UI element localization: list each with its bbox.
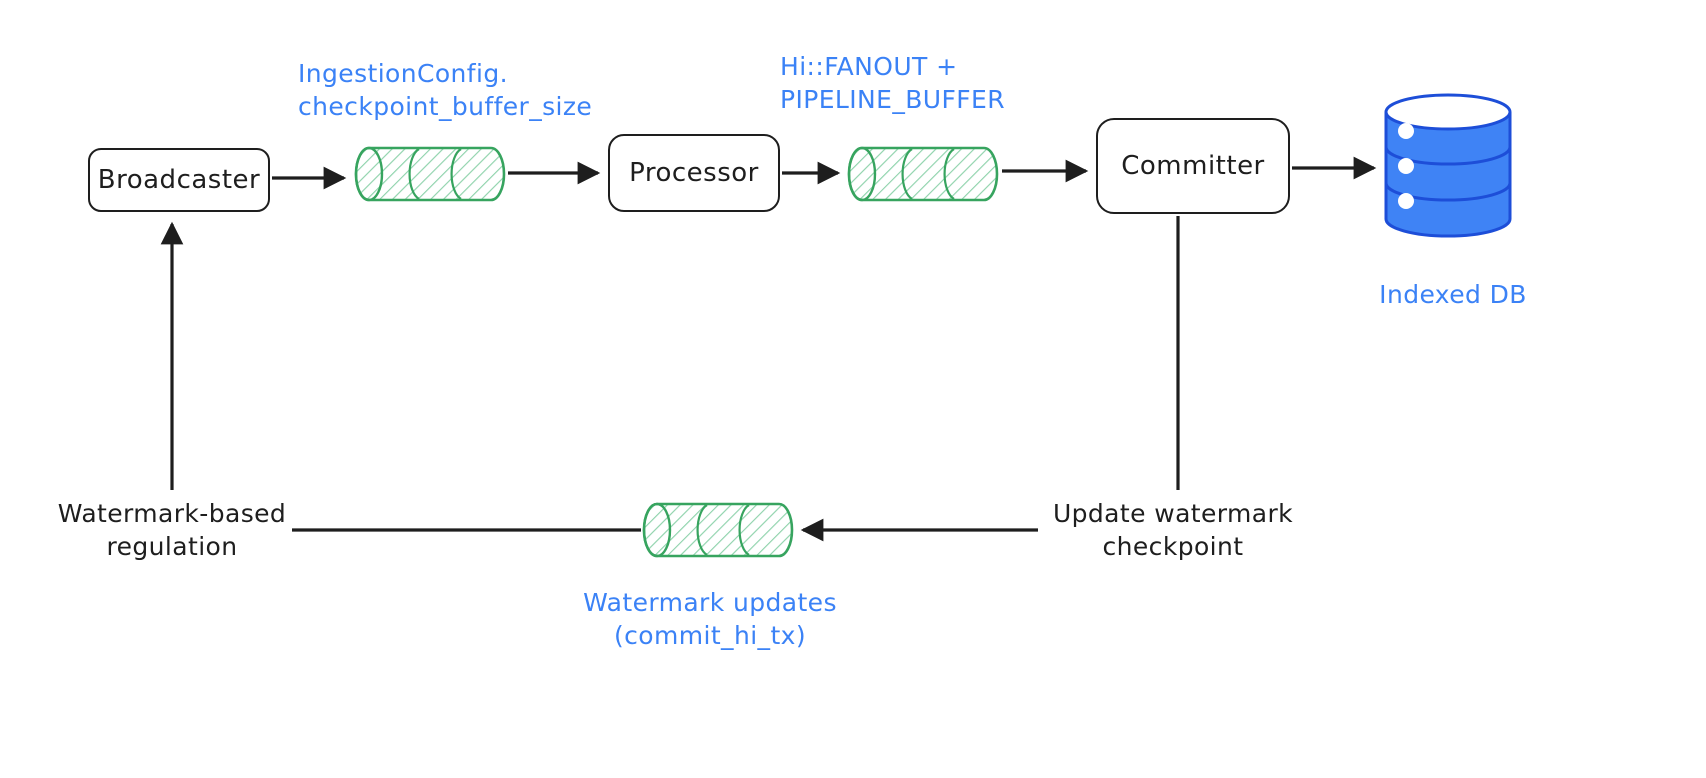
annotation-line: IngestionConfig. — [298, 59, 508, 88]
queue-cylinder-icon — [847, 146, 999, 202]
node-label: Broadcaster — [97, 165, 261, 195]
watermark-updates-annotation: Watermark updates (commit_hi_tx) — [558, 586, 862, 652]
annotation-line: Hi::FANOUT + — [780, 52, 958, 81]
node-label: Processor — [629, 158, 759, 188]
annotation-line: Watermark updates — [583, 588, 837, 617]
queue1-annotation: IngestionConfig. checkpoint_buffer_size — [298, 57, 592, 123]
annotation-line: checkpoint — [1102, 532, 1244, 561]
node-committer: Committer — [1096, 118, 1290, 214]
annotation-line: PIPELINE_BUFFER — [780, 85, 1005, 114]
database-icon — [1384, 93, 1512, 238]
queue-cylinder-icon — [642, 502, 794, 558]
annotation-line: Update watermark — [1052, 499, 1294, 528]
annotation-line: checkpoint_buffer_size — [298, 92, 593, 121]
node-processor: Processor — [608, 134, 780, 212]
watermark-regulation-label: Watermark-based regulation — [52, 497, 292, 563]
annotation-line: Watermark-based — [57, 499, 287, 528]
node-label: Committer — [1121, 151, 1265, 181]
node-broadcaster: Broadcaster — [88, 148, 270, 212]
indexed-db-label: Indexed DB — [1368, 278, 1538, 311]
annotation-line: Indexed DB — [1379, 280, 1527, 309]
update-watermark-label: Update watermark checkpoint — [1040, 497, 1306, 563]
queue-cylinder-icon — [354, 146, 506, 202]
annotation-line: (commit_hi_tx) — [614, 621, 806, 650]
queue2-annotation: Hi::FANOUT + PIPELINE_BUFFER — [780, 50, 1005, 116]
annotation-line: regulation — [106, 532, 238, 561]
